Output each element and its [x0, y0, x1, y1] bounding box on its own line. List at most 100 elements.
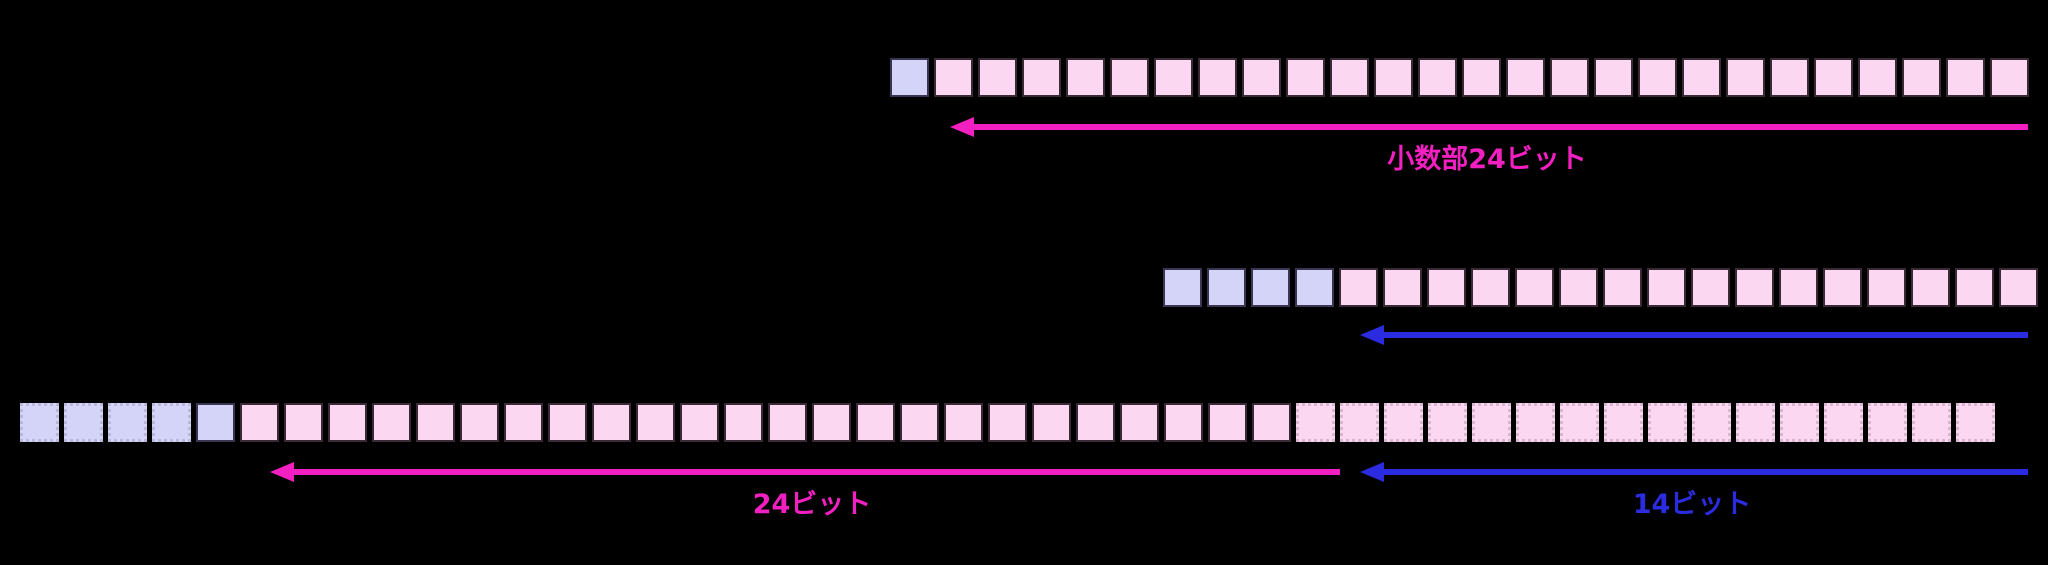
bit-cell [1736, 403, 1775, 442]
bit-cell [1418, 58, 1457, 97]
label-fraction-24bit: 小数部24ビット [1387, 144, 1587, 175]
arrow-head-left-icon [270, 462, 294, 482]
bit-cell [1956, 403, 1995, 442]
bit-cell [1472, 403, 1511, 442]
arrow-shaft [288, 469, 1340, 475]
bit-cell [240, 403, 279, 442]
arrow-head-left-icon [950, 117, 974, 137]
bit-cell [1066, 58, 1105, 97]
bit-cell [1594, 58, 1633, 97]
bit-cell [1242, 58, 1281, 97]
bit-cell [64, 403, 103, 442]
row-top [890, 58, 2034, 102]
label-14bit: 14ビット [1632, 489, 1752, 520]
bit-cell [636, 403, 675, 442]
bit-cell [1384, 403, 1423, 442]
bit-cell [1032, 403, 1071, 442]
bit-cell [1559, 268, 1598, 307]
bit-cell [1428, 403, 1467, 442]
bit-cell [328, 403, 367, 442]
arrow-shaft [1378, 332, 2028, 338]
bit-cell [1516, 403, 1555, 442]
bit-cell [944, 403, 983, 442]
bit-cell [372, 403, 411, 442]
bit-cell [812, 403, 851, 442]
bit-cell [1858, 58, 1897, 97]
bit-cell [680, 403, 719, 442]
arrow-shaft [1378, 469, 2028, 475]
bit-cell [1163, 268, 1202, 307]
bit-cell [1560, 403, 1599, 442]
bit-cell [1296, 403, 1335, 442]
bit-cell [108, 403, 147, 442]
bit-cell [592, 403, 631, 442]
bit-cell [1295, 268, 1334, 307]
bit-cell [416, 403, 455, 442]
arrow-bottom-24bit [270, 462, 1340, 482]
bit-cell [1647, 268, 1686, 307]
bit-cell [1198, 58, 1237, 97]
bit-cell [1999, 268, 2038, 307]
bit-cell [1340, 403, 1379, 442]
bit-cell [1286, 58, 1325, 97]
bit-cell [1252, 403, 1291, 442]
bit-cell [1154, 58, 1193, 97]
bit-cell [1339, 268, 1378, 307]
bit-cell [1638, 58, 1677, 97]
arrow-head-left-icon [1360, 462, 1384, 482]
bit-cell [1251, 268, 1290, 307]
label-24bit: 24ビット [752, 489, 872, 520]
bit-cell [1462, 58, 1501, 97]
bit-cell [1550, 58, 1589, 97]
bit-cell [988, 403, 1027, 442]
bit-cell [1868, 403, 1907, 442]
bit-cell [890, 58, 929, 97]
bit-cell [1515, 268, 1554, 307]
bit-cell [1779, 268, 1818, 307]
bit-cell [504, 403, 543, 442]
bit-cell [152, 403, 191, 442]
bit-cell [856, 403, 895, 442]
arrow-fraction-24bit [950, 117, 2028, 137]
bit-cell [1770, 58, 1809, 97]
bit-cell [1604, 403, 1643, 442]
bit-cell [1208, 403, 1247, 442]
bit-cell [1990, 58, 2029, 97]
bit-cell [1692, 403, 1731, 442]
bit-cell [1955, 268, 1994, 307]
bit-cell [1780, 403, 1819, 442]
arrow-head-left-icon [1360, 325, 1384, 345]
bit-cell [1648, 403, 1687, 442]
bit-cell [1824, 403, 1863, 442]
bit-cell [934, 58, 973, 97]
bit-cell [1207, 268, 1246, 307]
bit-cell [1726, 58, 1765, 97]
bit-cell [1902, 58, 1941, 97]
bit-cell [196, 403, 235, 442]
bit-cell [978, 58, 1017, 97]
bit-cell [1471, 268, 1510, 307]
bit-cell [284, 403, 323, 442]
arrow-bottom-14bit [1360, 462, 2028, 482]
bit-cell [1823, 268, 1862, 307]
arrow-shaft [968, 124, 2028, 130]
bit-cell [1427, 268, 1466, 307]
row-middle [1163, 268, 2043, 312]
bit-cell [1691, 268, 1730, 307]
bit-cell [1506, 58, 1545, 97]
bit-cell [548, 403, 587, 442]
bit-cell [900, 403, 939, 442]
bit-cell [1120, 403, 1159, 442]
bit-cell [1814, 58, 1853, 97]
bit-cell [20, 403, 59, 442]
bit-cell [1076, 403, 1115, 442]
bit-cell [1383, 268, 1422, 307]
bit-cell [1110, 58, 1149, 97]
arrow-middle-blue [1360, 325, 2028, 345]
bit-cell [1374, 58, 1413, 97]
bit-cell [1603, 268, 1642, 307]
bit-cell [1735, 268, 1774, 307]
bit-cell [1164, 403, 1203, 442]
row-bottom [20, 403, 2000, 447]
